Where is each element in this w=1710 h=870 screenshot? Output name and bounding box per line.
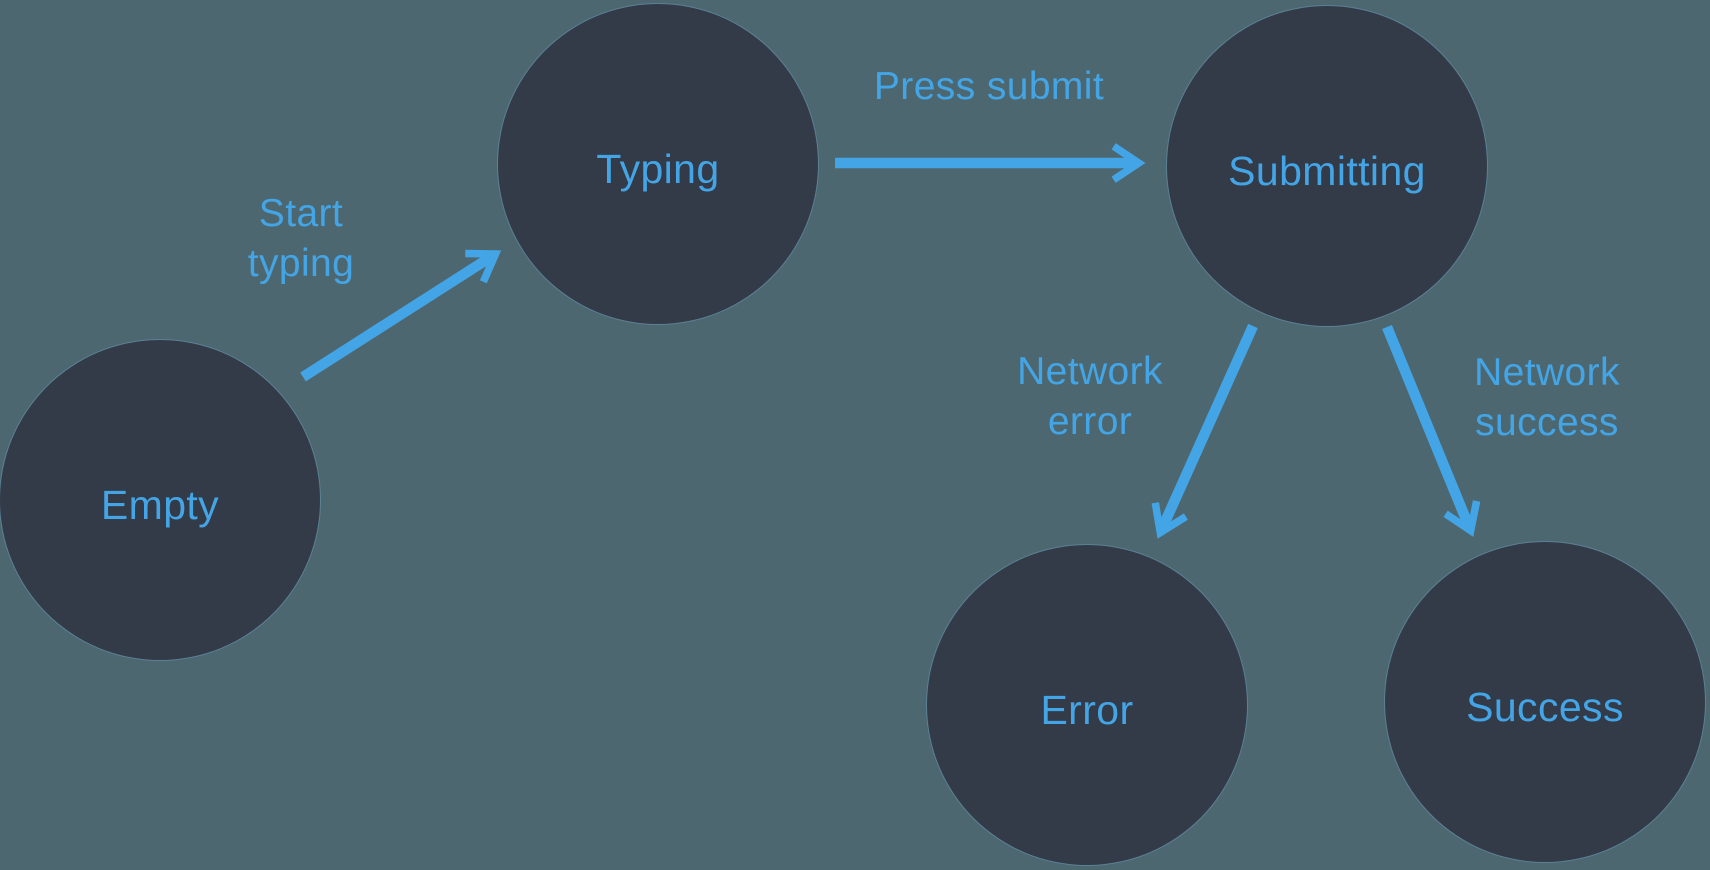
state-node-success: Success bbox=[1385, 542, 1705, 862]
state-node-label: Success bbox=[1466, 683, 1624, 730]
edge-arrow-network-success bbox=[1382, 325, 1481, 537]
edge-arrow-start-typing bbox=[300, 249, 502, 382]
state-node-label: Error bbox=[1040, 686, 1134, 733]
state-node-label: Empty bbox=[100, 481, 220, 528]
edge-label-network-success: Network success bbox=[1474, 348, 1620, 448]
edge-arrow-network-error bbox=[1151, 323, 1258, 539]
edge-label-line: Network bbox=[1017, 350, 1163, 393]
state-node-empty: Empty bbox=[0, 340, 320, 660]
edge-label-line: error bbox=[1047, 400, 1133, 443]
edge-label-network-error: Network error bbox=[1017, 347, 1163, 447]
edge-label-press-submit: Press submit bbox=[874, 62, 1104, 112]
state-node-label: Typing bbox=[596, 145, 720, 192]
edge-label-line: success bbox=[1475, 401, 1619, 444]
state-node-error: Error bbox=[927, 545, 1247, 865]
edge-label-line: Start bbox=[258, 192, 344, 235]
edge-label-line: typing bbox=[247, 242, 355, 285]
state-node-submitting: Submitting bbox=[1167, 6, 1487, 326]
edge-label-line: Press submit bbox=[873, 65, 1105, 108]
state-node-label: Submitting bbox=[1228, 147, 1426, 194]
edge-label-line: Network bbox=[1474, 351, 1620, 394]
edge-label-start-typing: Start typing bbox=[248, 189, 354, 289]
state-node-typing: Typing bbox=[498, 4, 818, 324]
